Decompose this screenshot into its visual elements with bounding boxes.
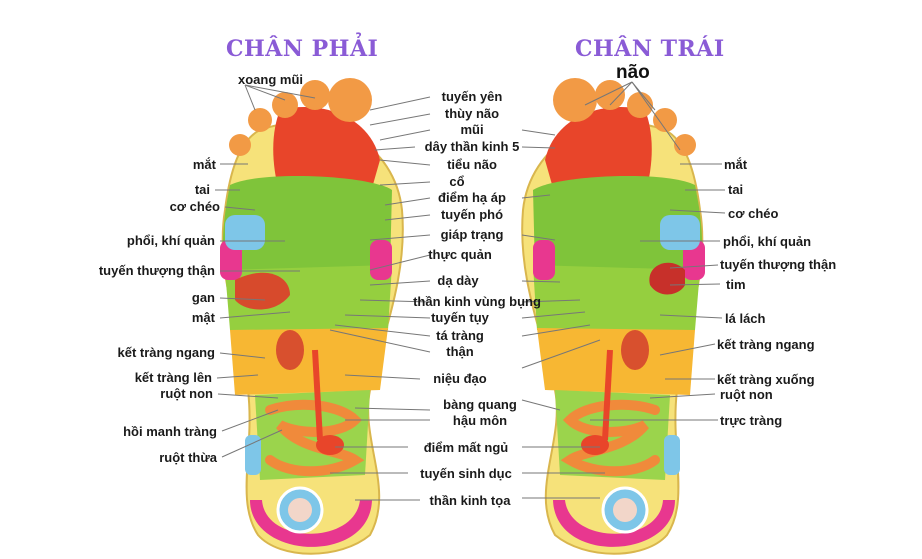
label-kidney: thận xyxy=(446,344,474,359)
label-insomnia-point: điểm mất ngủ xyxy=(423,440,509,455)
label-ileocecal: hồi manh tràng xyxy=(123,424,217,439)
label-parathyroid: tuyến phó xyxy=(440,207,504,222)
label-heart: tim xyxy=(726,277,746,292)
label-eye-right-foot: mắt xyxy=(192,157,216,172)
label-lungs-right-foot: phổi, khí quản xyxy=(126,233,215,248)
label-small-intestine-left-foot: ruột non xyxy=(720,387,773,402)
label-brain-lobe: thùy não xyxy=(444,106,500,121)
title-right-foot: Chân phải xyxy=(226,36,379,62)
label-trapezius-left-foot: cơ chéo xyxy=(728,206,779,221)
label-thyroid: giáp trạng xyxy=(440,227,504,242)
label-transverse-colon-left-foot: kết tràng ngang xyxy=(717,337,815,352)
label-brain: não xyxy=(616,62,650,83)
label-solar-plexus: thần kinh vùng bụng xyxy=(413,294,541,309)
label-bladder: bàng quang xyxy=(443,397,517,412)
label-stomach: dạ dày xyxy=(437,273,479,288)
label-sciatic: thần kinh tọa xyxy=(429,493,511,508)
label-esophagus: thực quản xyxy=(428,247,492,262)
label-nose: mũi xyxy=(460,122,484,137)
label-ear-right-foot: tai xyxy=(194,182,210,197)
label-descending-colon: kết tràng xuống xyxy=(717,372,815,387)
label-transverse-colon-right-foot: kết tràng ngang xyxy=(117,345,215,360)
label-gonads: tuyến sinh dục xyxy=(420,466,512,481)
label-ascending-colon: kết tràng lên xyxy=(134,370,212,385)
label-spleen: lá lách xyxy=(725,311,766,326)
label-ear-left-foot: tai xyxy=(728,182,744,197)
label-trapezius-right-foot: cơ chéo xyxy=(169,199,220,214)
label-lungs-left-foot: phổi, khí quản xyxy=(723,234,812,249)
label-appendix: ruột thừa xyxy=(159,450,217,465)
label-small-intestine-right-foot: ruột non xyxy=(160,386,213,401)
title-left-foot: Chân trái xyxy=(575,36,725,62)
label-eye-left-foot: mắt xyxy=(724,157,748,172)
label-pancreas: tuyến tụy xyxy=(431,310,489,325)
label-cerebellum: tiểu não xyxy=(447,157,497,172)
label-sinus: xoang mũi xyxy=(238,72,304,87)
label-anus: hậu môn xyxy=(452,413,508,428)
label-gallbladder: mật xyxy=(191,310,215,325)
label-rectum: trực tràng xyxy=(720,413,783,428)
label-duodenum: tá tràng xyxy=(436,328,484,343)
label-hypotension-point: điểm hạ áp xyxy=(438,190,506,205)
label-liver: gan xyxy=(191,290,215,305)
label-adrenal-right-foot: tuyến thượng thận xyxy=(98,263,215,278)
label-pituitary: tuyến yên xyxy=(441,89,503,104)
label-adrenal-left-foot: tuyến thượng thận xyxy=(720,257,837,272)
label-trigeminal: dây thần kinh 5 xyxy=(424,139,520,154)
label-ureter: niệu đạo xyxy=(433,371,487,386)
label-neck: cổ xyxy=(449,174,465,189)
